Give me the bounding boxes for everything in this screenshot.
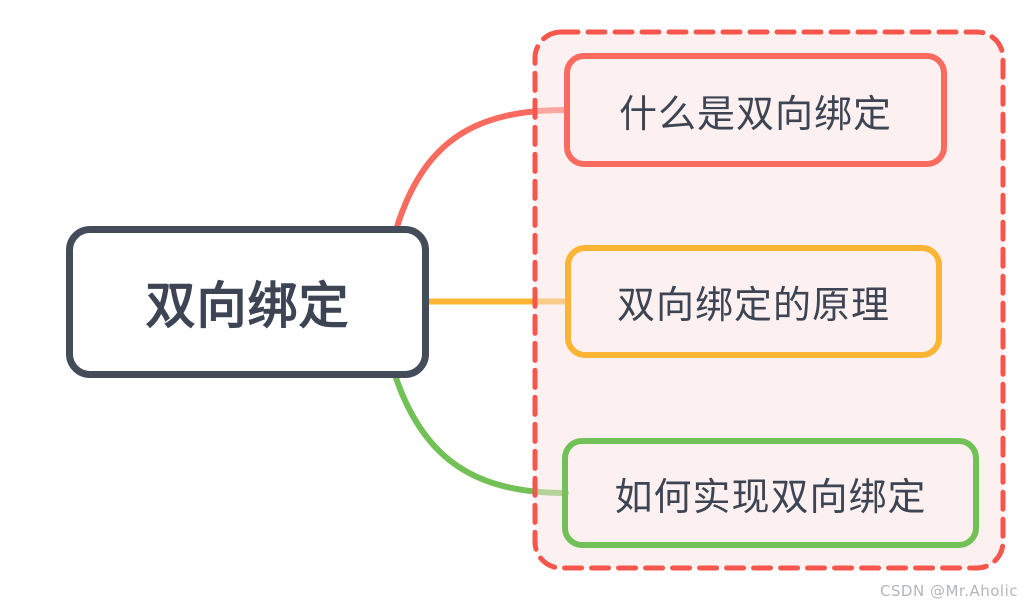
child-node-how-to-implement-two-way-binding[interactable]: 如何实现双向绑定 <box>562 438 979 548</box>
child-node-principle-of-two-way-binding[interactable]: 双向绑定的原理 <box>565 245 942 358</box>
watermark-text: CSDN @Mr.Aholic <box>879 582 1018 600</box>
child-node-label: 什么是双向绑定 <box>618 91 892 136</box>
child-node-label: 如何实现双向绑定 <box>614 474 927 519</box>
root-node-label: 双向绑定 <box>145 277 350 335</box>
child-node-what-is-two-way-binding[interactable]: 什么是双向绑定 <box>564 53 947 167</box>
child-node-label: 双向绑定的原理 <box>616 283 890 327</box>
root-node[interactable]: 双向绑定 <box>66 226 429 378</box>
